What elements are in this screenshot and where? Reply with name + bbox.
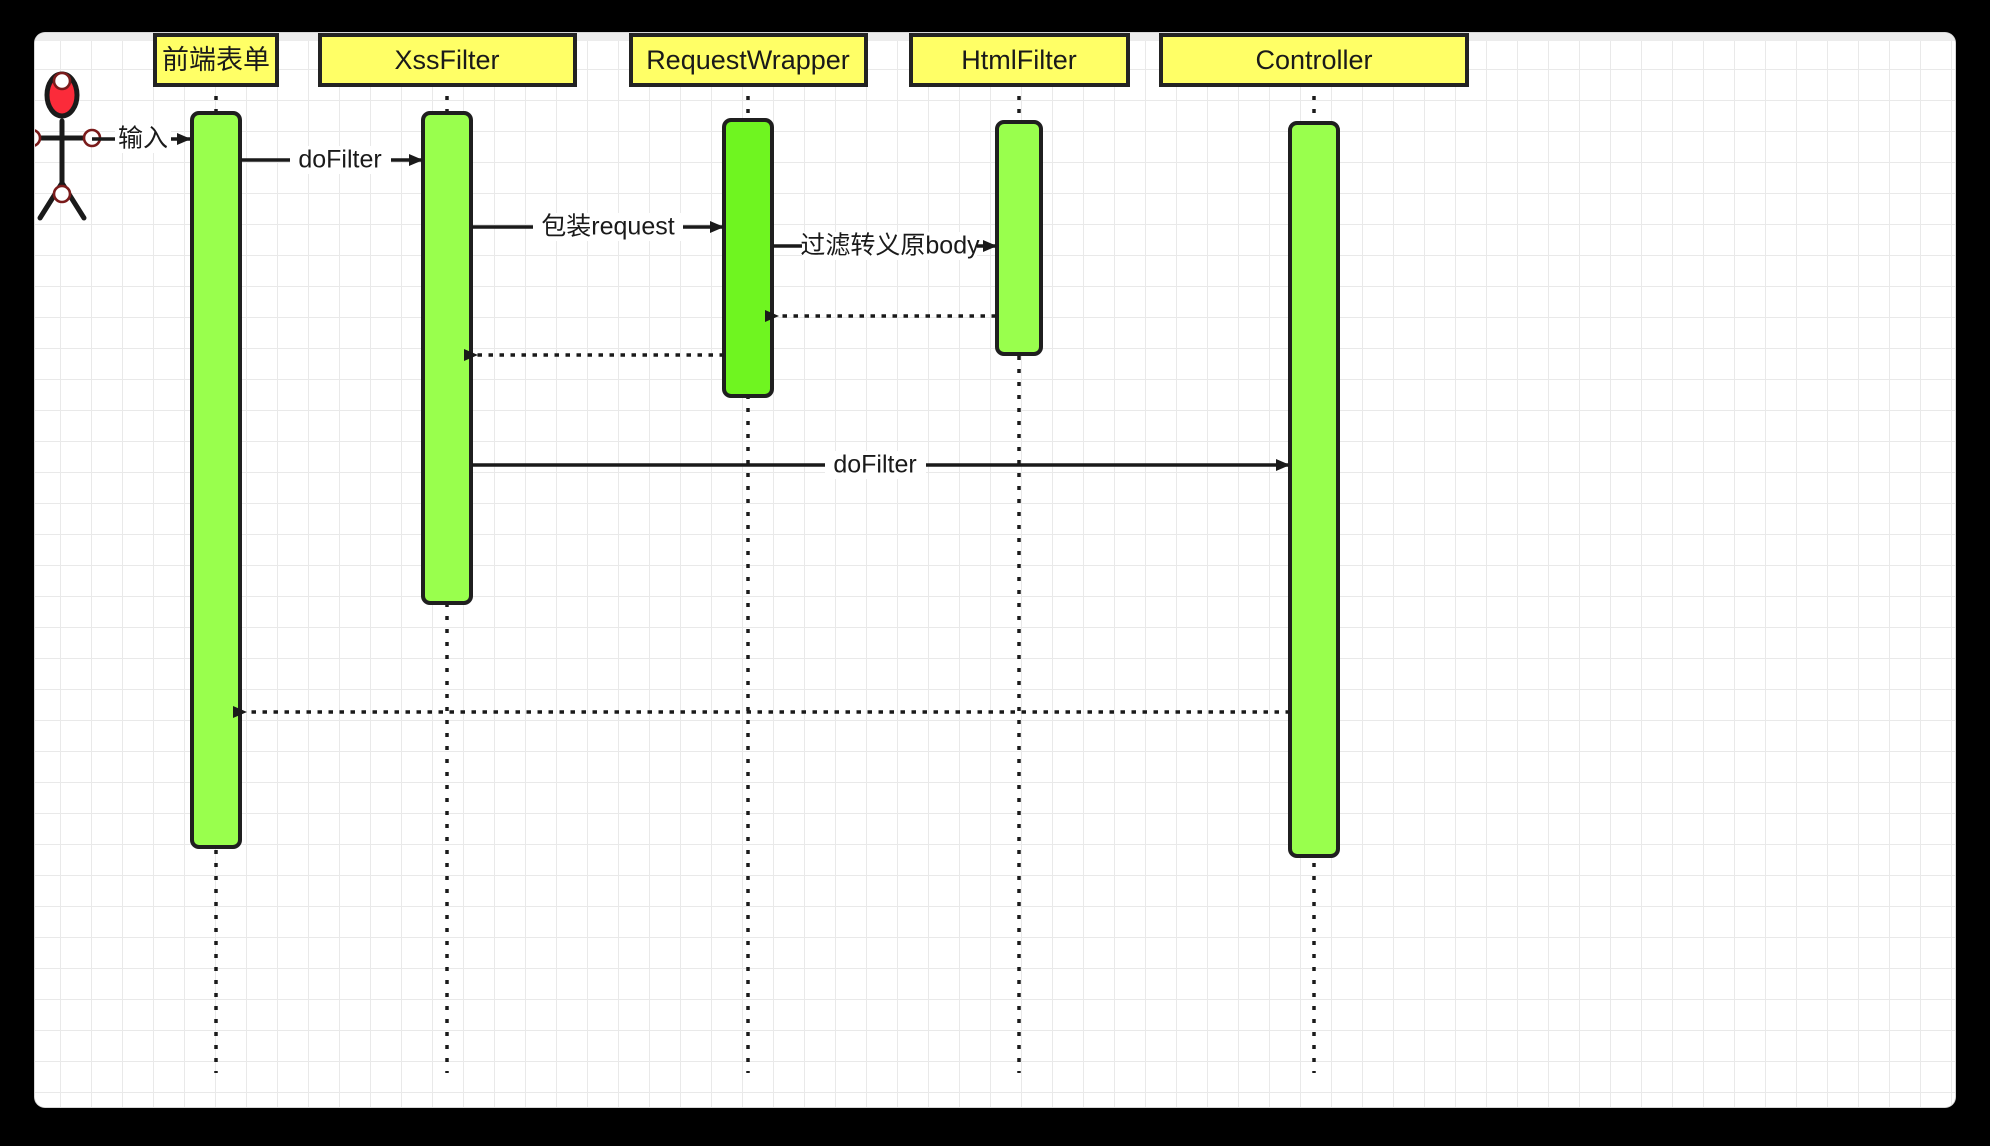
selection-handle-bottom[interactable] <box>52 184 72 204</box>
message-label-bg-dofilter-2 <box>825 451 926 479</box>
lifeline-header-wrapper[interactable] <box>629 33 868 87</box>
lifeline-label-html: HtmlFilter <box>961 45 1077 75</box>
sequence-diagram-svg: 前端表单 XssFilter RequestWrapper <box>35 33 1469 1073</box>
activation-bar-xss[interactable] <box>421 111 473 605</box>
lifeline-xss[interactable]: XssFilter <box>318 33 577 1073</box>
activation-bar-ctrl[interactable] <box>1288 121 1340 858</box>
selection-handle-left[interactable] <box>35 129 42 147</box>
selection-handle-top[interactable] <box>52 71 72 91</box>
lifeline-wrapper[interactable]: RequestWrapper <box>629 33 868 1073</box>
diagram-canvas[interactable]: 前端表单 XssFilter RequestWrapper <box>35 33 1955 1107</box>
message-label-input: 输入 <box>118 125 168 153</box>
message-label-bg-input <box>115 125 171 153</box>
lifeline-label-wrapper: RequestWrapper <box>646 45 850 75</box>
message-label-escape-body: 过滤转义原body <box>800 232 980 260</box>
lifeline-label-ctrl: Controller <box>1255 45 1372 75</box>
lifeline-header-xss[interactable] <box>318 33 577 87</box>
message-dofilter-2[interactable]: doFilter <box>472 451 1290 479</box>
message-label-bg-escape-body <box>802 232 977 260</box>
lifeline-label-form: 前端表单 <box>162 45 270 75</box>
activation-bar-html[interactable] <box>995 120 1043 356</box>
lifeline-ctrl[interactable]: Controller <box>1159 33 1469 1073</box>
message-label-bg-dofilter-1 <box>290 146 391 174</box>
message-input[interactable]: 输入 <box>92 125 191 153</box>
message-dofilter-1[interactable]: doFilter <box>241 146 423 174</box>
lifeline-header-html[interactable] <box>909 33 1130 87</box>
message-label-wrap-request: 包装request <box>541 213 674 241</box>
message-label-dofilter-1: doFilter <box>298 146 381 174</box>
activation-bar-form[interactable] <box>190 111 242 849</box>
lifeline-form[interactable]: 前端表单 <box>153 33 279 1073</box>
message-escape-body[interactable]: 过滤转义原body <box>773 232 997 260</box>
message-wrap-request[interactable]: 包装request <box>472 213 724 241</box>
user-actor[interactable] <box>35 71 102 221</box>
lifeline-label-xss: XssFilter <box>394 45 499 75</box>
activation-bar-wrapper[interactable] <box>722 118 774 398</box>
message-label-bg-wrap-request <box>533 213 683 241</box>
lifeline-header-form[interactable] <box>153 33 279 87</box>
lifeline-header-ctrl[interactable] <box>1159 33 1469 87</box>
message-label-dofilter-2: doFilter <box>833 451 916 479</box>
lifeline-html[interactable]: HtmlFilter <box>909 33 1130 1073</box>
